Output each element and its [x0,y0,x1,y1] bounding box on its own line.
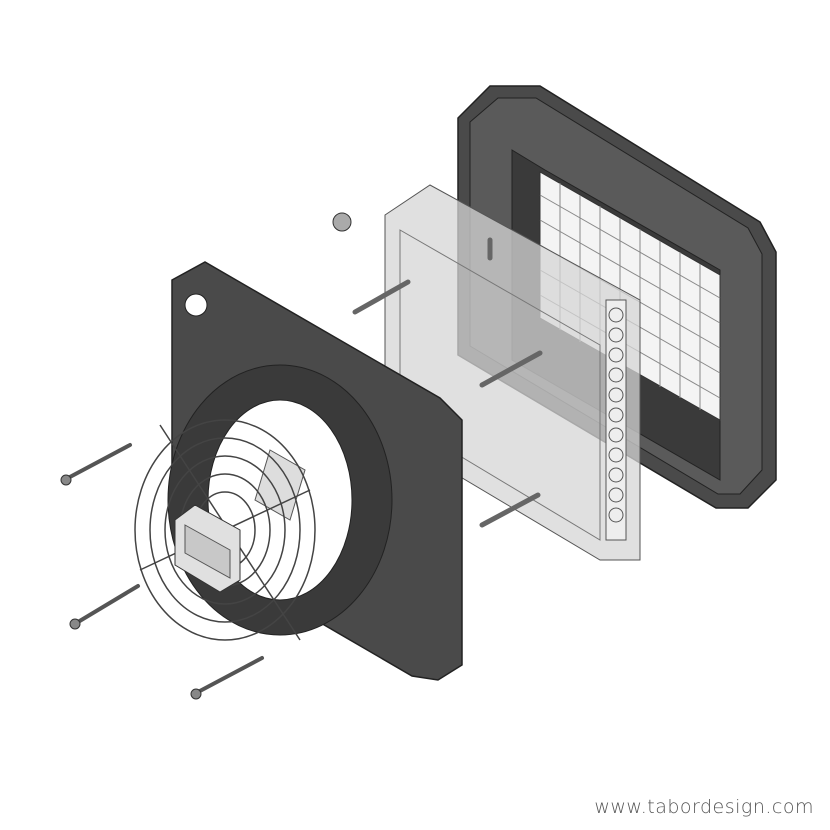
coil [605,299,627,541]
rods [352,237,543,528]
website-credit: www.tabordesign.com [594,796,814,818]
screw-head [190,688,202,700]
screws [66,443,264,694]
knob [332,212,352,232]
screw-head [60,474,72,486]
fan-motor [174,504,241,593]
screw-head [69,618,81,630]
